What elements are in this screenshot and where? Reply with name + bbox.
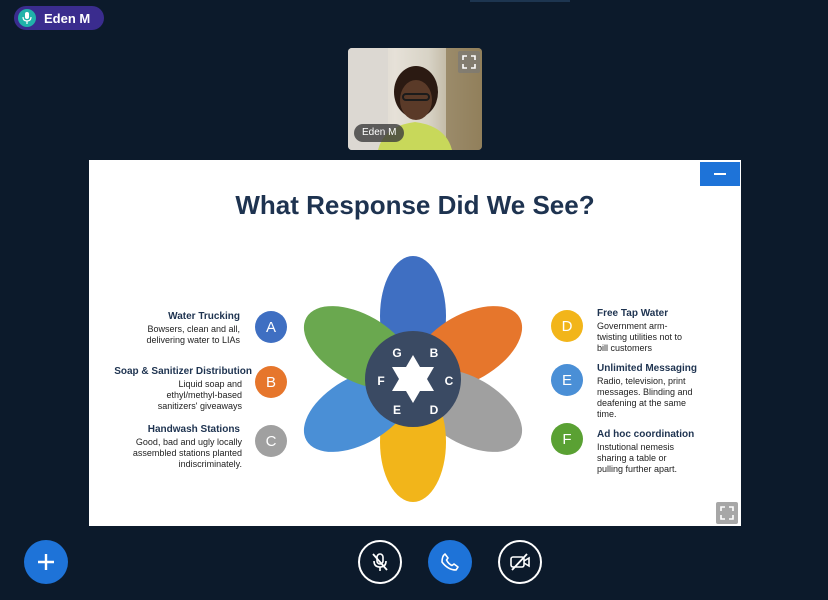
item-b-title: Soap & Sanitizer Distribution — [114, 366, 252, 377]
badge-c: C — [255, 425, 287, 457]
item-a-title: Water Trucking — [168, 311, 240, 322]
microphone-icon — [18, 9, 36, 27]
video-name-tag: Eden M — [354, 124, 405, 142]
petal-label-e: E — [393, 403, 401, 417]
video-off-icon — [510, 553, 530, 571]
petal-label-b: B — [430, 346, 439, 360]
petal-label-c: C — [445, 374, 454, 388]
participant-video-tile[interactable] — [348, 48, 482, 150]
microphone-off-icon — [372, 553, 388, 571]
expand-icon — [462, 55, 476, 69]
video-toggle-button[interactable] — [498, 540, 542, 584]
petal-label-d: D — [430, 403, 439, 417]
active-speaker-indicator: Eden M — [14, 6, 104, 30]
expand-video-button[interactable] — [458, 51, 480, 73]
item-d-title: Free Tap Water — [597, 308, 669, 319]
item-f-title: Ad hoc coordination — [597, 429, 695, 440]
minimize-slide-button[interactable] — [700, 162, 740, 186]
item-c-title: Handwash Stations — [147, 424, 240, 435]
badge-b: B — [255, 366, 287, 398]
petal-label-g: G — [392, 346, 401, 360]
item-e-title: Unlimited Messaging — [597, 363, 698, 374]
badge-d: D — [551, 310, 583, 342]
center-star — [392, 355, 434, 403]
mute-button[interactable] — [358, 540, 402, 584]
badge-f: F — [551, 423, 583, 455]
flower-diagram: G B C D E F — [303, 256, 523, 502]
expand-icon — [720, 506, 734, 520]
item-d-desc: Government arm-twisting utilities not to… — [597, 321, 683, 353]
badge-a: A — [255, 311, 287, 343]
item-a-desc: Bowsers, clean and all,delivering water … — [146, 324, 240, 345]
expand-slide-button[interactable] — [716, 502, 738, 524]
call-button[interactable] — [428, 540, 472, 584]
phone-icon — [441, 553, 459, 571]
active-speaker-name: Eden M — [44, 10, 91, 26]
plus-icon — [38, 554, 54, 570]
slide-title: What Response Did We See? — [235, 190, 595, 220]
top-edge-line — [470, 0, 570, 2]
minus-icon — [714, 173, 726, 175]
add-button[interactable] — [24, 540, 68, 584]
badge-e: E — [551, 364, 583, 396]
petal-label-f: F — [377, 374, 384, 388]
participant-video-feed — [378, 66, 452, 150]
